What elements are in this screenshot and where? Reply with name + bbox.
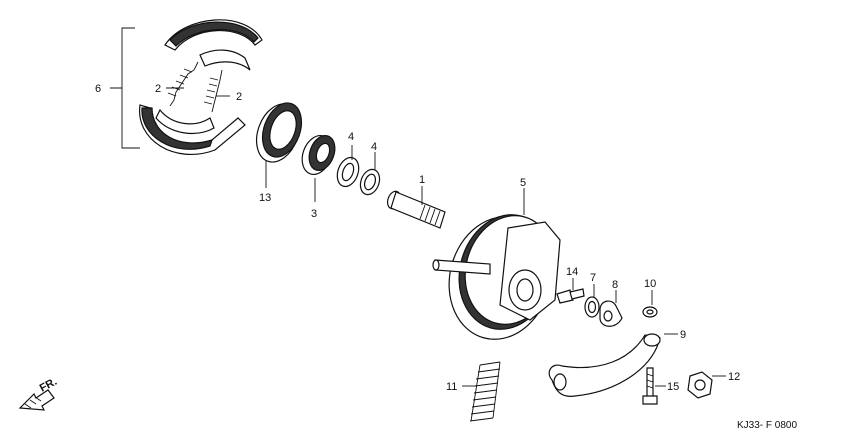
washer-a — [336, 156, 360, 188]
return-spring — [469, 361, 501, 422]
front-arrow-icon — [18, 389, 55, 411]
brake-arm — [548, 333, 661, 397]
brake-panel — [432, 214, 561, 340]
callout-13: 13 — [259, 192, 271, 204]
washer-10 — [642, 306, 658, 318]
callout-2-left: 2 — [155, 83, 161, 95]
indicator-plate — [599, 300, 623, 327]
callout-5: 5 — [520, 177, 526, 189]
callout-9: 9 — [680, 329, 686, 341]
bolt-14 — [556, 288, 585, 304]
callout-6: 6 — [95, 83, 101, 95]
front-direction-label: FR. — [38, 376, 59, 395]
shaft — [386, 190, 446, 229]
callout-12: 12 — [728, 371, 740, 383]
callout-1: 1 — [419, 174, 425, 186]
brake-shoe-lower — [139, 104, 246, 155]
diagram-code: KJ33- F 0800 — [737, 420, 797, 431]
gear — [301, 134, 336, 175]
callout-4-right: 4 — [371, 141, 377, 153]
callout-3: 3 — [311, 208, 317, 220]
callout-10: 10 — [644, 278, 656, 290]
oil-seal — [255, 102, 303, 163]
brake-shoe-upper — [164, 19, 263, 71]
callout-14: 14 — [566, 266, 578, 278]
bracket-6 — [110, 27, 140, 149]
washer-b — [359, 168, 381, 196]
callout-2-right: 2 — [236, 91, 242, 103]
callout-4-left: 4 — [348, 131, 354, 143]
spring-right — [203, 69, 223, 113]
bolt-15 — [642, 367, 658, 405]
callout-11: 11 — [446, 381, 457, 393]
callout-7: 7 — [590, 272, 596, 284]
spring-left — [167, 61, 199, 107]
callout-8: 8 — [612, 279, 618, 291]
seal-7 — [584, 296, 600, 318]
nut-12 — [687, 371, 713, 399]
callout-15: 15 — [667, 381, 679, 393]
